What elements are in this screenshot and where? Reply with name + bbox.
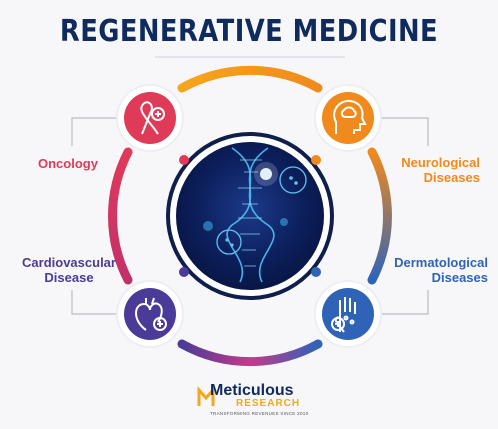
connector-cardiovascular [71,290,118,315]
ring-dots [179,155,321,277]
label-line: Oncology [38,156,98,171]
logo-tagline: TRANSFORMING REVENUES SINCE 2010 [210,411,309,416]
outer-ring [108,65,392,367]
logo-sub: RESEARCH [236,398,301,409]
label-dermatological: Dermatological Diseases [380,255,488,285]
title-divider [155,56,345,58]
page-title: REGENERATIVE MEDICINE [59,14,439,49]
dermatological-badge [314,280,382,348]
meticulous-research-logo: Meticulous RESEARCH TRANSFORMING REVENUE… [196,382,308,422]
label-line: Dermatological [394,255,488,270]
neurological-badge [314,84,382,152]
logo-mark-icon [197,386,215,406]
hand-skin-icon [331,297,356,333]
label-line: Disease [44,270,94,285]
label-cardiovascular: Cardiovascular Disease [14,255,124,285]
cardiovascular-badge [116,280,184,348]
ring-arc-top [177,65,323,93]
label-line: Diseases [423,170,480,185]
head-brain-icon [333,99,367,134]
ring-arc-left [108,147,133,285]
ribbon-cross-icon [140,101,165,135]
label-line: Cardiovascular [22,255,116,270]
heart-cross-icon [135,297,167,331]
label-line: Diseases [431,270,488,285]
logo-name: Meticulous [210,382,294,399]
connector-oncology [71,117,118,146]
connector-lines [71,117,429,315]
label-oncology: Oncology [38,156,98,171]
ring-arc-bottom [177,339,323,367]
center-dna-image [166,132,334,300]
ring-arc-right [367,147,392,285]
label-neurological: Neurological Diseases [388,155,480,185]
oncology-badge [116,84,184,152]
label-line: Neurological [401,155,480,170]
connector-dermatological [382,290,429,315]
connector-neurological [382,117,429,146]
